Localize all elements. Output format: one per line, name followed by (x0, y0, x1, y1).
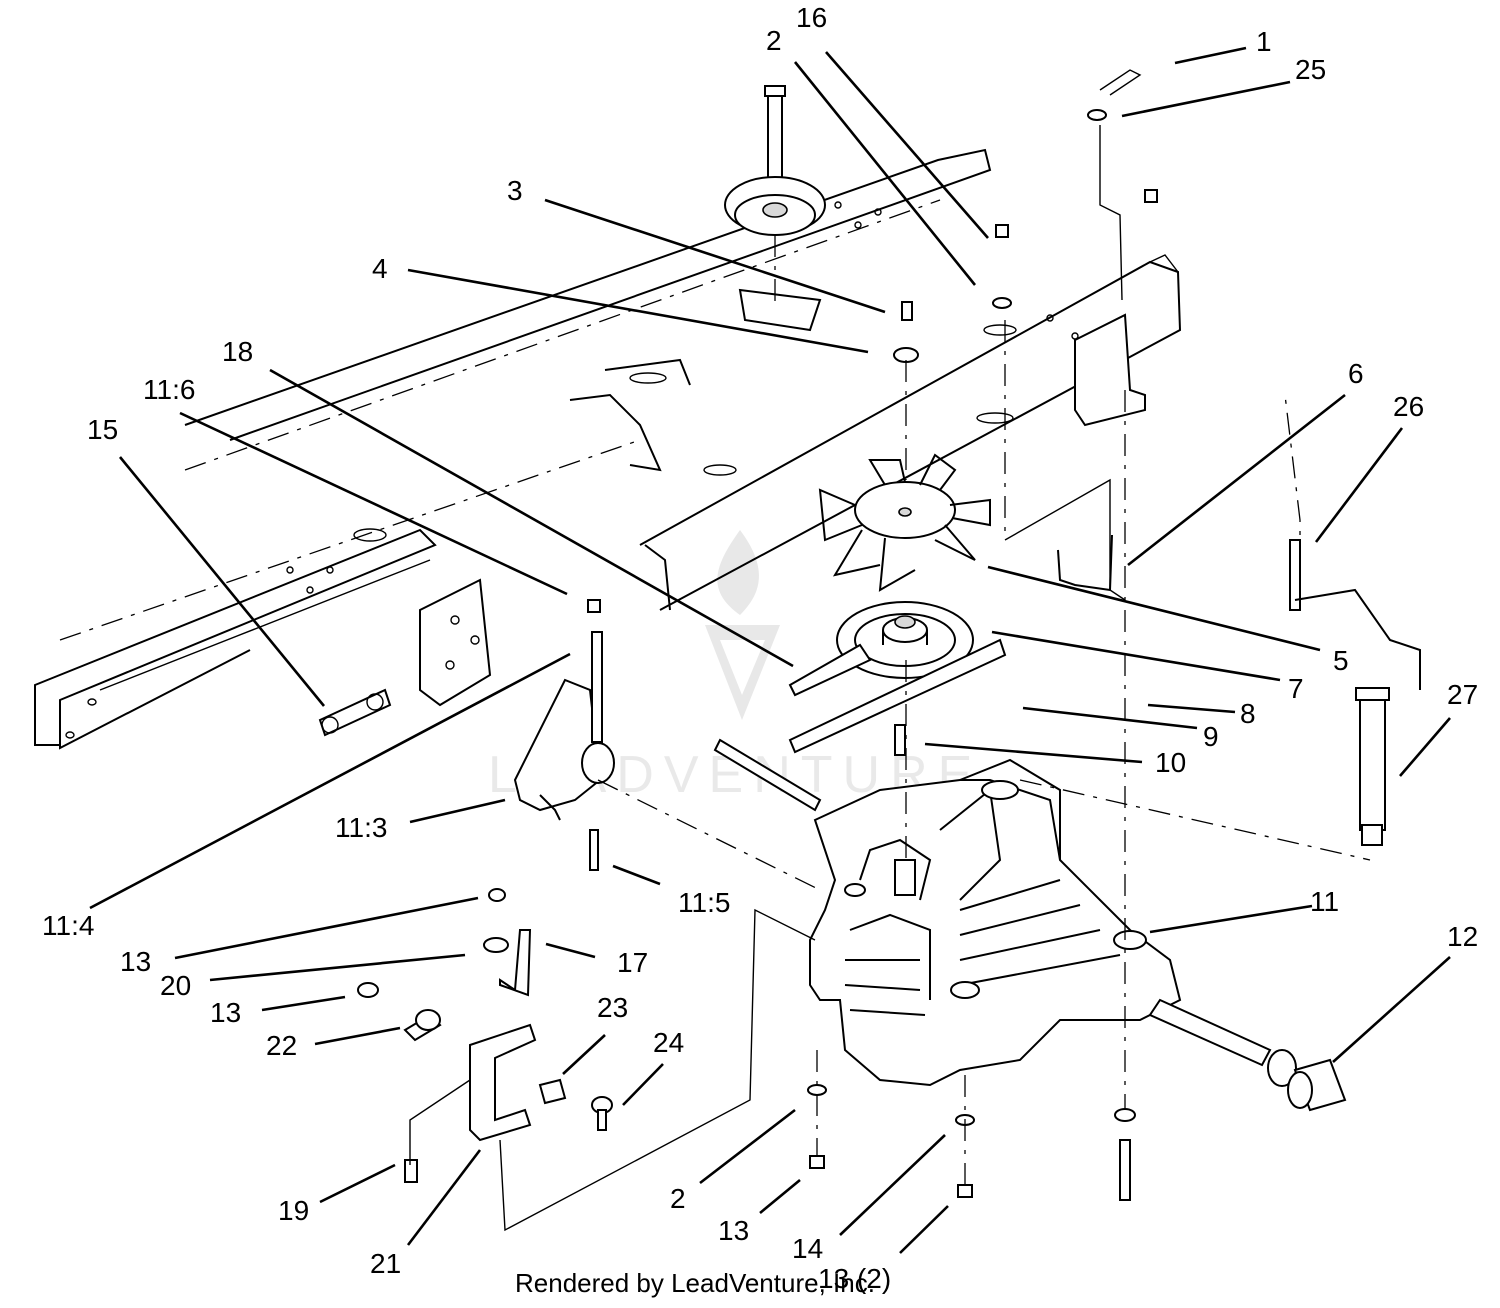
label-5: 5 (1333, 645, 1349, 676)
label-9: 9 (1203, 721, 1219, 752)
rendered-by-credit: Rendered by LeadVenture, Inc. (515, 1268, 875, 1298)
leader-lines (89, 46, 1451, 1254)
label-17: 17 (617, 947, 648, 978)
label-11-6: 11:6 (143, 374, 195, 405)
label-25: 25 (1295, 54, 1326, 85)
idler-pulley-assembly (724, 85, 826, 310)
label-14: 14 (792, 1233, 823, 1264)
label-24: 24 (653, 1027, 684, 1058)
cooling-fan (818, 453, 991, 592)
label-12: 12 (1447, 921, 1478, 952)
label-11-5: 11:5 (678, 887, 730, 918)
side-bracket (318, 578, 492, 737)
label-8: 8 (1240, 698, 1256, 729)
label-22: 22 (266, 1030, 297, 1061)
label-2-bottom: 2 (670, 1183, 686, 1214)
label-23: 23 (597, 992, 628, 1023)
mounting-bracket-upper (1074, 69, 1158, 1110)
label-13-a: 13 (120, 946, 151, 977)
label-19: 19 (278, 1195, 309, 1226)
label-6: 6 (1348, 358, 1364, 389)
label-4: 4 (372, 253, 388, 284)
label-10: 10 (1155, 747, 1186, 778)
label-3: 3 (507, 175, 523, 206)
label-7: 7 (1288, 673, 1304, 704)
label-11: 11 (1310, 886, 1339, 917)
label-13-c: 13 (718, 1215, 749, 1246)
label-26: 26 (1393, 391, 1424, 422)
label-11-3: 11:3 (335, 812, 387, 843)
lower-bracket-assembly (357, 888, 816, 1232)
u-bolt (1057, 534, 1113, 592)
label-2-top: 2 (766, 25, 782, 56)
center-fasteners (597, 224, 1371, 891)
label-16: 16 (796, 2, 827, 33)
key-part (894, 724, 906, 756)
frame-rails (34, 148, 1182, 750)
watermark-logo (705, 530, 780, 720)
control-rods (1289, 539, 1421, 846)
transmission-assembly (713, 738, 1347, 1112)
bottom-hardware (807, 1050, 1136, 1201)
label-11-4: 11:4 (42, 910, 94, 941)
label-27: 27 (1447, 679, 1478, 710)
drive-belt (788, 638, 1007, 754)
control-bracket (513, 599, 615, 871)
label-1: 1 (1256, 26, 1272, 57)
drive-pulley (836, 601, 974, 679)
part-labels: 1 25 16 2 3 4 18 11:6 15 6 26 5 7 8 9 10… (42, 2, 1478, 1294)
label-20: 20 (160, 970, 191, 1001)
label-13-b: 13 (210, 997, 241, 1028)
label-13-2: 13 (2) (818, 1263, 891, 1294)
label-15: 15 (87, 414, 118, 445)
label-18: 18 (222, 336, 253, 367)
label-21: 21 (370, 1248, 401, 1279)
